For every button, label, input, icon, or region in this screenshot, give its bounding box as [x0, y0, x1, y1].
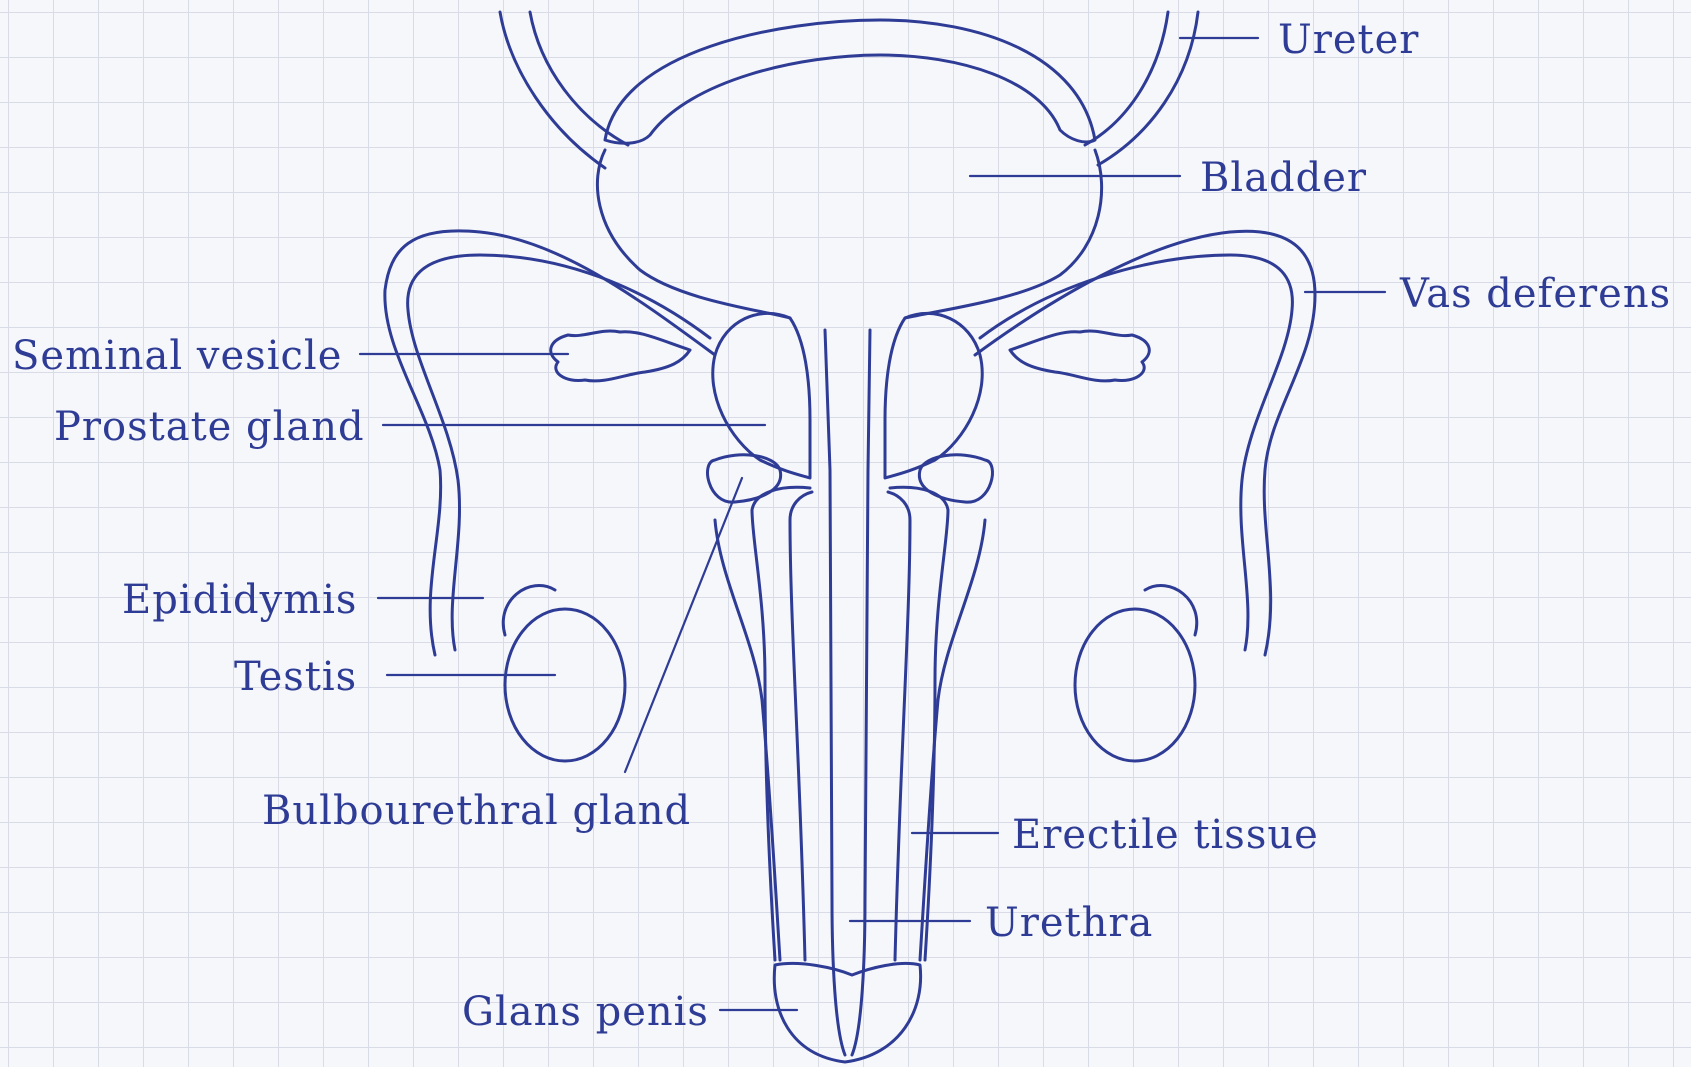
label-bladder: Bladder: [1200, 158, 1367, 198]
ureter-right: [1085, 12, 1198, 165]
prostate-shape: [713, 313, 982, 478]
bladder-shape: [597, 20, 1101, 318]
label-ureter: Ureter: [1278, 20, 1419, 60]
testis-right: [1075, 586, 1197, 761]
bulbourethral-gland-left: [708, 455, 781, 502]
label-erectile-tissue: Erectile tissue: [1012, 815, 1319, 855]
ureter-left: [500, 12, 628, 168]
label-prostate-gland: Prostate gland: [54, 407, 365, 447]
testis-left: [503, 586, 625, 761]
label-epididymis: Epididymis: [122, 580, 357, 620]
urethra-channel: [825, 330, 870, 1055]
vas-deferens-left: [385, 231, 715, 655]
label-bulbourethral-gland: Bulbourethral gland: [262, 791, 691, 831]
seminal-vesicle-right: [1010, 331, 1149, 381]
erectile-tissue-shape: [715, 487, 985, 960]
label-glans-penis: Glans penis: [462, 992, 709, 1032]
label-vas-deferens: Vas deferens: [1400, 274, 1671, 314]
glans-shape: [774, 963, 920, 1062]
label-seminal-vesicle: Seminal vesicle: [12, 336, 342, 376]
label-urethra: Urethra: [985, 903, 1153, 943]
label-testis: Testis: [234, 657, 357, 697]
seminal-vesicle-left: [551, 331, 690, 381]
